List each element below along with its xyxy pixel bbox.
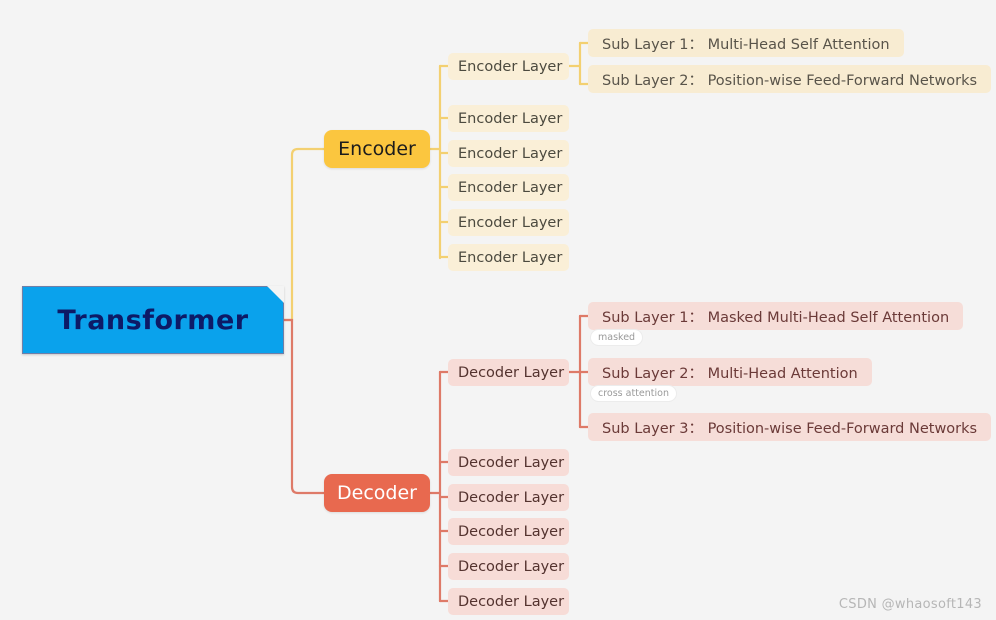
- encoder-layer-chip-1[interactable]: Encoder Layer: [448, 53, 569, 80]
- branch-encoder-label: Encoder: [338, 138, 416, 160]
- encoder-layer-label-2: Encoder Layer: [458, 110, 563, 127]
- branch-node-encoder[interactable]: Encoder: [324, 130, 430, 168]
- decoder-layer-chip-1[interactable]: Decoder Layer: [448, 359, 569, 386]
- decoder-layer-chip-6[interactable]: Decoder Layer: [448, 588, 569, 615]
- annotation-pill-cross-attention: cross attention: [590, 385, 677, 402]
- decoder-sublayer-chip-1[interactable]: Sub Layer 1： Masked Multi-Head Self Atte…: [588, 302, 964, 330]
- decoder-sublayer-label-1: Sub Layer 1： Masked Multi-Head Self Atte…: [602, 309, 950, 326]
- decoder-sublayer-label-3: Sub Layer 3： Position-wise Feed-Forward …: [602, 420, 978, 437]
- encoder-layer-chip-2[interactable]: Encoder Layer: [448, 105, 569, 132]
- encoder-layer-label-4: Encoder Layer: [458, 179, 563, 196]
- watermark: CSDN @whaosoft143: [838, 597, 982, 612]
- decoder-layer-label-5: Decoder Layer: [458, 558, 565, 575]
- root-node-label: Transformer: [57, 304, 249, 336]
- folded-corner-icon: [267, 286, 284, 303]
- branch-node-decoder[interactable]: Decoder: [324, 474, 430, 512]
- annotation-pill-masked: masked: [590, 329, 644, 346]
- decoder-layer-label-2: Decoder Layer: [458, 454, 565, 471]
- decoder-layer-chip-4[interactable]: Decoder Layer: [448, 518, 569, 545]
- encoder-layer-chip-3[interactable]: Encoder Layer: [448, 140, 569, 167]
- decoder-sublayer-chip-3[interactable]: Sub Layer 3： Position-wise Feed-Forward …: [588, 413, 992, 441]
- decoder-sublayer-label-2: Sub Layer 2： Multi-Head Attention: [602, 365, 858, 382]
- encoder-layer-label-1: Encoder Layer: [458, 58, 563, 75]
- encoder-sublayer-label-1: Sub Layer 1： Multi-Head Self Attention: [602, 36, 890, 53]
- encoder-layer-chip-6[interactable]: Encoder Layer: [448, 244, 569, 271]
- decoder-layer-label-6: Decoder Layer: [458, 593, 565, 610]
- decoder-layer-chip-2[interactable]: Decoder Layer: [448, 449, 569, 476]
- decoder-layer-label-1: Decoder Layer: [458, 364, 565, 381]
- encoder-layer-label-5: Encoder Layer: [458, 214, 563, 231]
- annotation-pill-masked-label: masked: [598, 332, 636, 343]
- decoder-layer-chip-3[interactable]: Decoder Layer: [448, 484, 569, 511]
- encoder-layer-chip-5[interactable]: Encoder Layer: [448, 209, 569, 236]
- encoder-sublayer-label-2: Sub Layer 2： Position-wise Feed-Forward …: [602, 72, 978, 89]
- annotation-pill-cross-attention-label: cross attention: [598, 388, 669, 399]
- encoder-layer-label-6: Encoder Layer: [458, 249, 563, 266]
- encoder-layer-chip-4[interactable]: Encoder Layer: [448, 174, 569, 201]
- decoder-layer-chip-5[interactable]: Decoder Layer: [448, 553, 569, 580]
- root-node-transformer[interactable]: Transformer: [22, 286, 284, 354]
- encoder-sublayer-chip-1[interactable]: Sub Layer 1： Multi-Head Self Attention: [588, 29, 904, 57]
- decoder-sublayer-chip-2[interactable]: Sub Layer 2： Multi-Head Attention: [588, 358, 872, 386]
- branch-decoder-label: Decoder: [337, 482, 417, 504]
- decoder-layer-label-4: Decoder Layer: [458, 523, 565, 540]
- encoder-sublayer-chip-2[interactable]: Sub Layer 2： Position-wise Feed-Forward …: [588, 65, 992, 93]
- decoder-layer-label-3: Decoder Layer: [458, 489, 565, 506]
- encoder-layer-label-3: Encoder Layer: [458, 145, 563, 162]
